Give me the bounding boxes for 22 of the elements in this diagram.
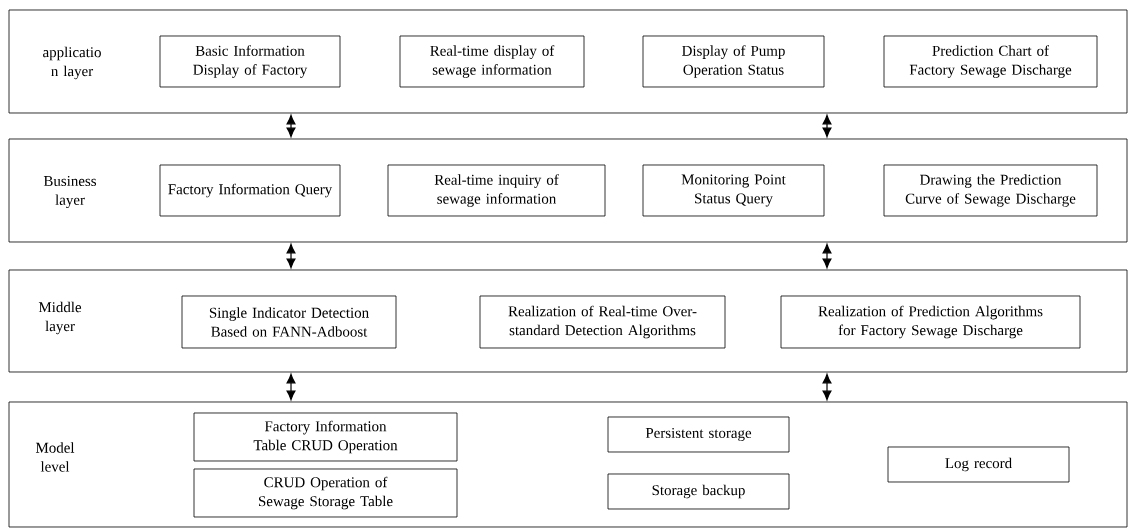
module-box: Real-time display of sewage information [399, 35, 585, 88]
double-arrow [286, 243, 296, 269]
module-box: Realization of Real-time Over-standard Detection Algorithms [479, 295, 726, 349]
module-box: Factory Information Query [159, 164, 341, 217]
module-box: Log record [887, 446, 1070, 483]
module-box: CRUD Operation of Sewage Storage Table [193, 468, 458, 518]
module-box: Drawing the Prediction Curve of Sewage Discharge [883, 164, 1098, 217]
module-box: Display of Pump Operation Status [642, 35, 825, 88]
double-arrow [286, 373, 296, 401]
module-box: Realization of Prediction Algorithms for Factory Sewage Discharge [780, 295, 1081, 349]
module-box: Monitoring Point Status Query [642, 164, 825, 217]
module-box: Storage backup [607, 473, 790, 510]
module-box: Single Indicator Detection Based on FANN-Adboost [181, 295, 397, 349]
module-box: Basic Information Display of Factory [159, 35, 341, 88]
double-arrow [286, 114, 296, 138]
module-box: Factory Information Table CRUD Operation [193, 412, 458, 462]
module-box: Persistent storage [607, 416, 790, 453]
double-arrow [822, 114, 832, 138]
module-box: Real-time inquiry of sewage information [387, 164, 606, 217]
double-arrow [822, 243, 832, 269]
module-box: Prediction Chart of Factory Sewage Discharge [883, 35, 1098, 88]
double-arrow [822, 373, 832, 401]
